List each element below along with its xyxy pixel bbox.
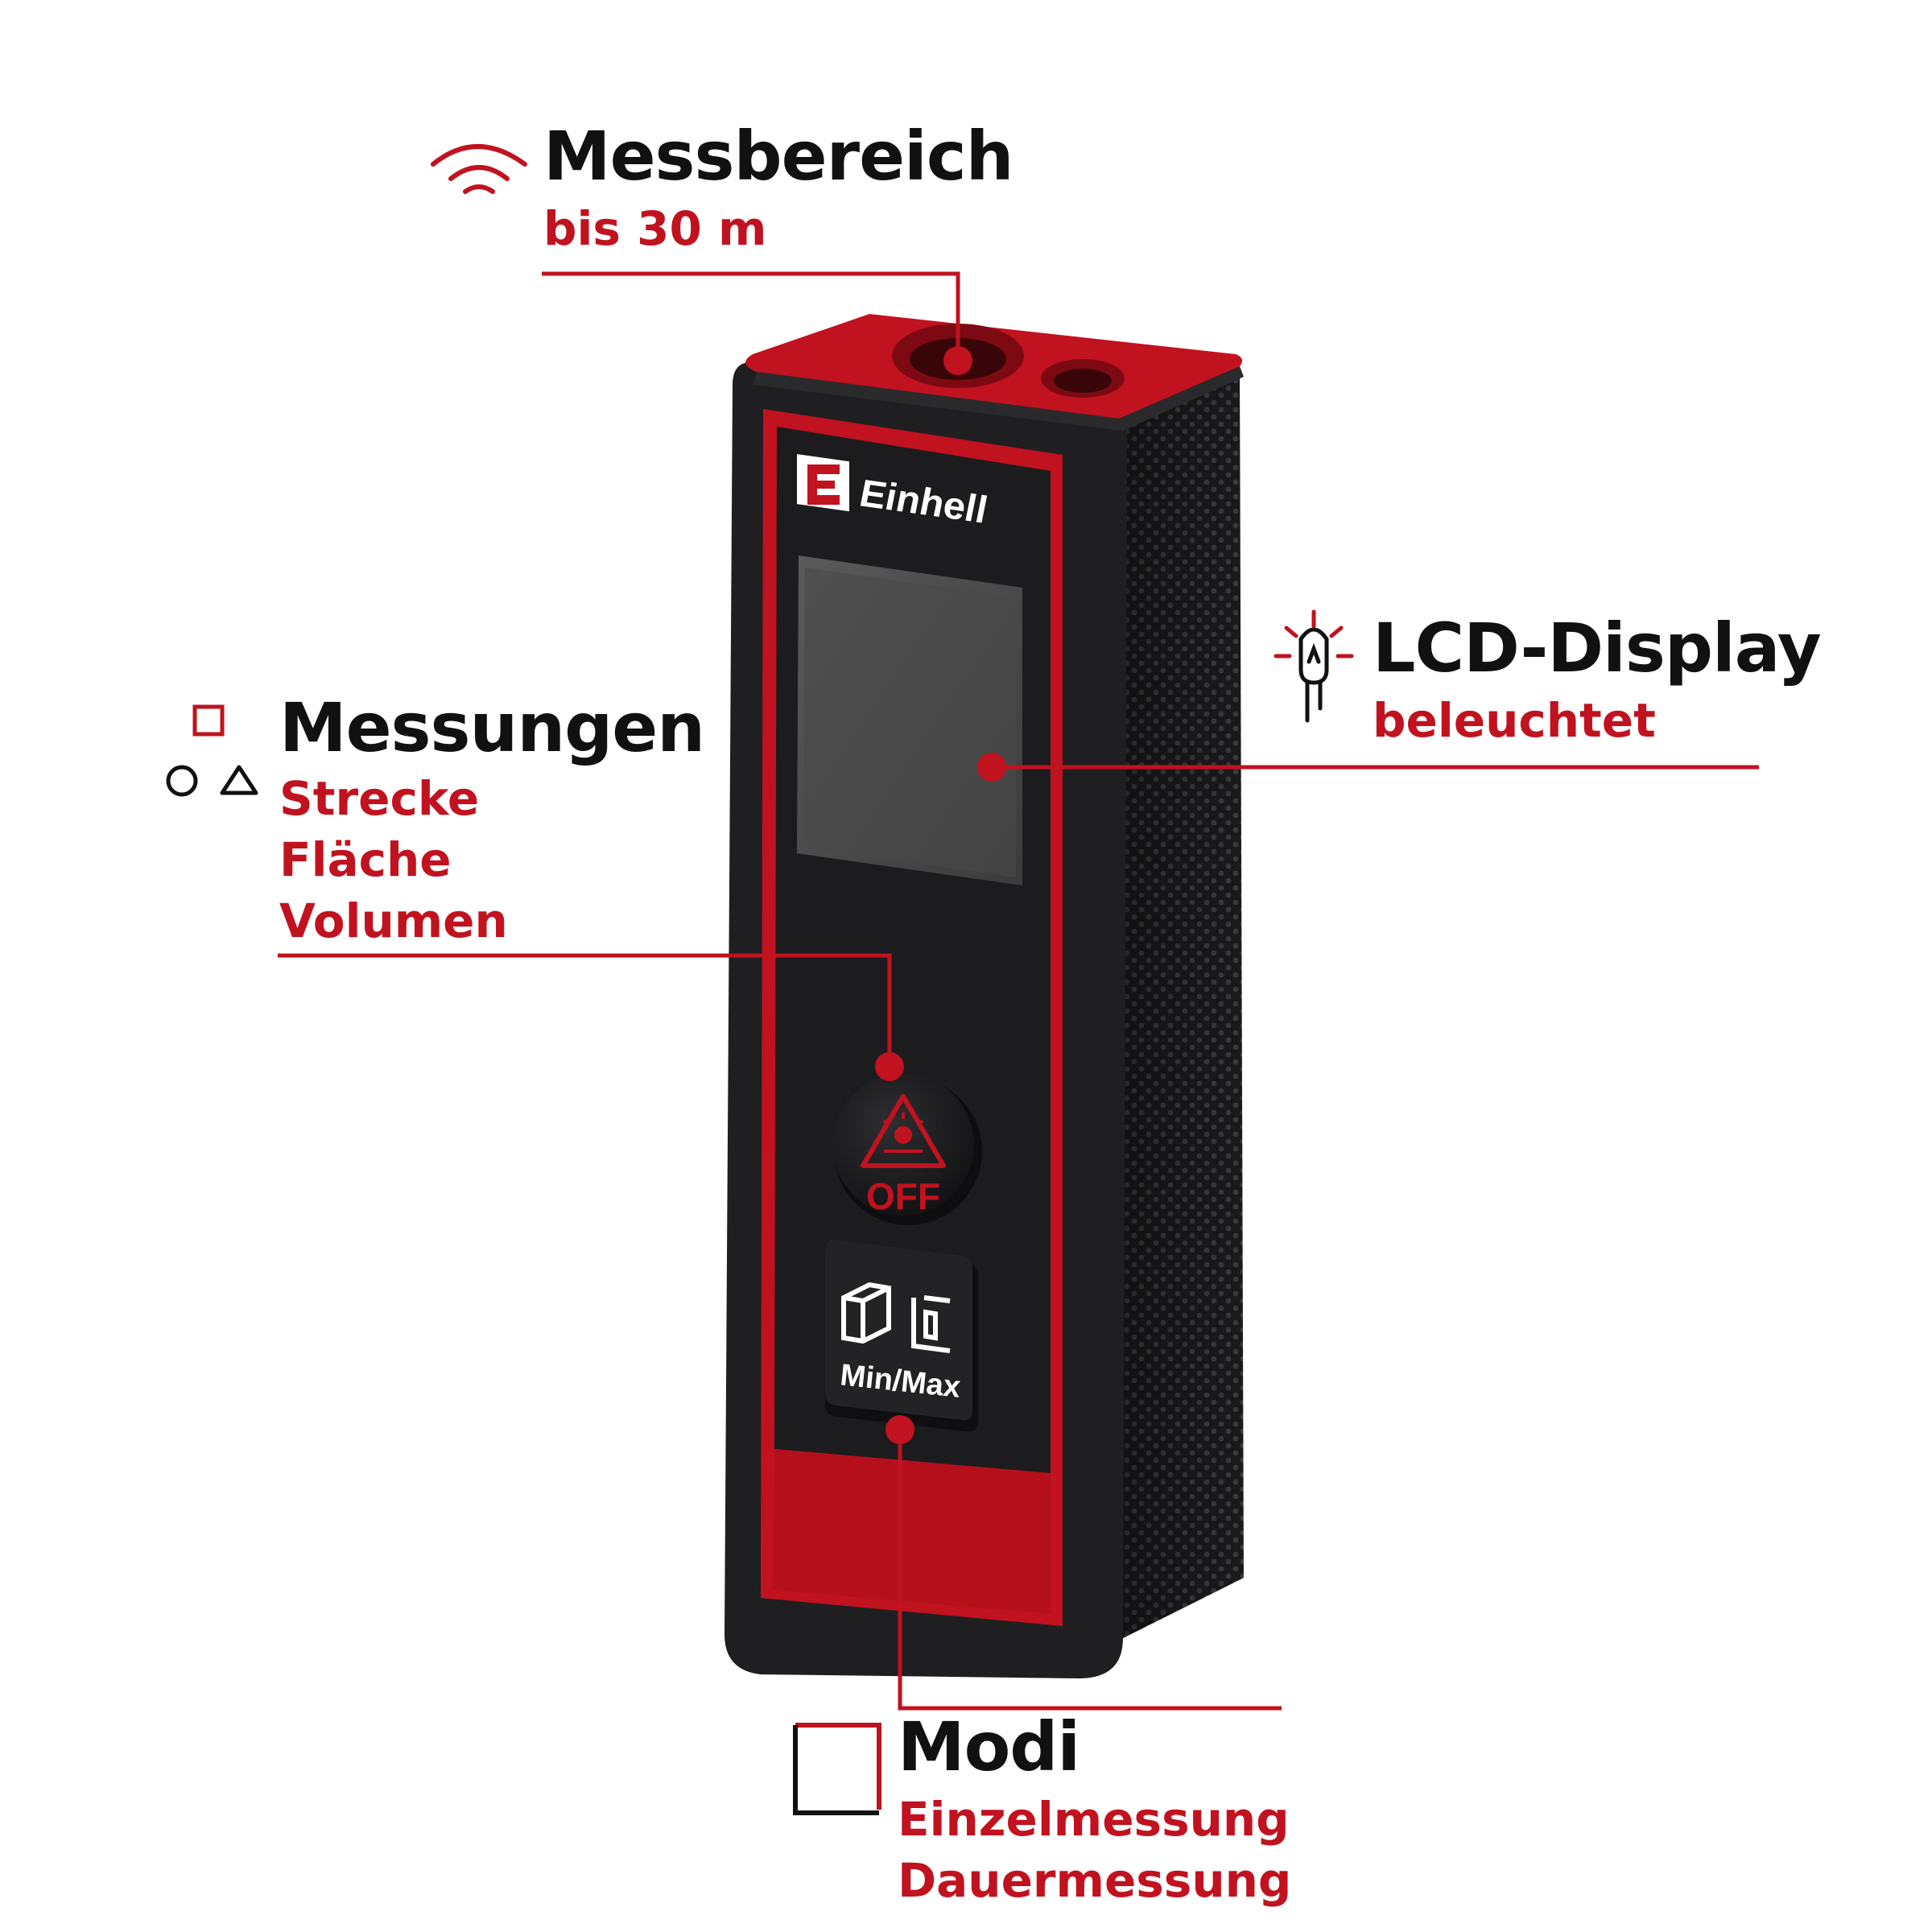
circle-shape-icon (166, 765, 198, 797)
range-dot (943, 346, 972, 375)
light-bulb-icon (1274, 609, 1354, 723)
shapes-icon (166, 704, 258, 797)
cube-icon (841, 1282, 891, 1344)
range-callout: Messbereich bis 30 m (543, 122, 1013, 259)
laser-power-button[interactable]: OFF (832, 1074, 982, 1225)
mode-item-single: Einzelmessung (898, 1792, 1290, 1847)
modes-title: Modi (898, 1707, 1080, 1786)
display-dot (977, 753, 1006, 782)
laser-warning-icon (861, 1094, 946, 1168)
einhell-logo: Einhell (797, 454, 988, 532)
measurements-dot (875, 1052, 904, 1081)
square-shape-icon (192, 704, 225, 737)
measurement-item-distance: Strecke (279, 771, 480, 826)
modes-leader (898, 1430, 1282, 1711)
display-callout: LCD-Display beleuchtet (1373, 609, 1822, 751)
range-detail: bis 30 m (543, 201, 767, 256)
measurements-leader (278, 953, 892, 1067)
display-title: LCD-Display (1373, 609, 1822, 687)
range-leader (542, 271, 960, 356)
callout-lines (278, 271, 1759, 1711)
display-detail: beleuchtet (1373, 693, 1656, 748)
square-frame-icon (793, 1723, 881, 1815)
power-button-label: OFF (866, 1175, 940, 1217)
measure-bracket-icon (911, 1295, 951, 1353)
triangle-shape-icon (220, 765, 258, 795)
measurement-item-volume: Volumen (279, 894, 508, 948)
mode-item-continuous: Dauermessung (898, 1853, 1292, 1908)
mode-min-max-button[interactable]: Min/Max (825, 1239, 978, 1432)
signal-waves-icon (431, 144, 527, 194)
modes-dot (886, 1415, 914, 1444)
range-title: Messbereich (543, 117, 1013, 196)
measurements-callout: Messungen Strecke Fläche Volumen (279, 688, 705, 952)
modes-callout: Modi Einzelmessung Dauermessung (898, 1713, 1291, 1911)
measurements-title: Messungen (279, 688, 705, 767)
laser-distance-meter: Einhell OFF (724, 314, 1244, 1678)
measurement-item-area: Fläche (279, 832, 452, 887)
callout-dots (875, 346, 1006, 1444)
